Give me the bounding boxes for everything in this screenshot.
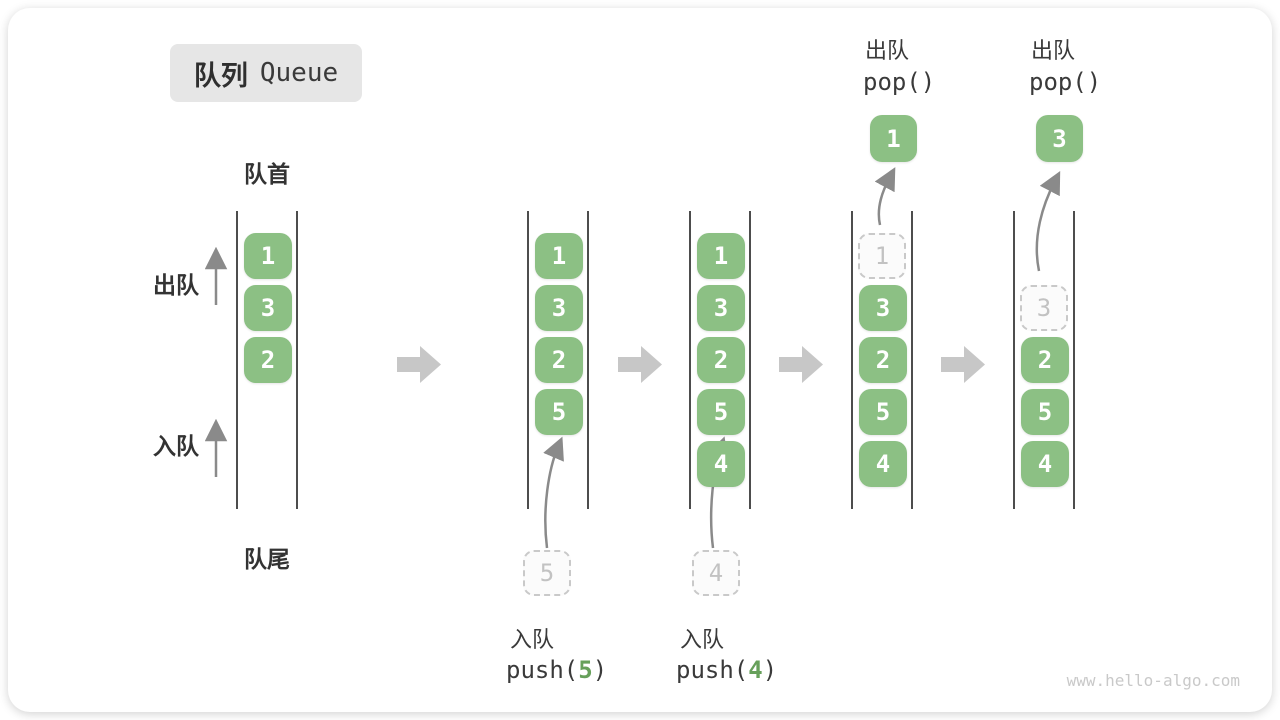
queue-column-1 (236, 211, 298, 509)
queue-item: 2 (535, 337, 583, 383)
popped-item: 1 (870, 115, 917, 162)
pop1-label-code: pop() (863, 68, 936, 96)
title-zh: 队列 (193, 60, 248, 91)
push5-label-code: push(5) (506, 656, 607, 684)
queue-column-2 (527, 211, 589, 509)
ghost-input-item: 4 (692, 550, 740, 596)
step-arrow-3-icon (779, 346, 823, 383)
queue-item: 3 (535, 285, 583, 331)
queue-column-5 (1013, 211, 1075, 509)
queue-column-3 (689, 211, 751, 509)
queue-item: 1 (244, 233, 292, 279)
queue-item: 4 (859, 441, 907, 487)
title-badge: 队列 Queue (170, 44, 362, 102)
push4-label-code: push(4) (676, 656, 777, 684)
label-queue-front: 队首 (244, 161, 290, 187)
pop1-label-zh: 出队 (865, 38, 910, 63)
step-arrow-4-icon (941, 346, 985, 383)
queue-item: 1 (697, 233, 745, 279)
push5-label-zh: 入队 (510, 627, 555, 652)
title-en: Queue (259, 58, 339, 88)
ghost-input-item: 5 (523, 550, 571, 596)
queue-item: 4 (697, 441, 745, 487)
queue-item: 2 (1021, 337, 1069, 383)
ghost-item: 3 (1020, 285, 1068, 331)
queue-item: 2 (859, 337, 907, 383)
ghost-item: 1 (858, 233, 906, 279)
pop2-label-code: pop() (1029, 68, 1102, 96)
push4-code-pre: push( (676, 656, 749, 684)
queue-item: 1 (535, 233, 583, 279)
watermark: www.hello-algo.com (1066, 671, 1240, 690)
push4-code-arg: 4 (748, 656, 763, 684)
step-arrow-1-icon (397, 346, 441, 383)
queue-item: 2 (244, 337, 292, 383)
queue-item: 3 (859, 285, 907, 331)
push5-code-post: ) (592, 656, 608, 684)
queue-item: 5 (697, 389, 745, 435)
push4-label-zh: 入队 (680, 627, 725, 652)
push5-code-arg: 5 (578, 656, 593, 684)
step-arrow-2-icon (618, 346, 662, 383)
queue-item: 5 (859, 389, 907, 435)
label-queue-tail: 队尾 (244, 546, 290, 572)
pop2-label-zh: 出队 (1031, 38, 1076, 63)
queue-column-4 (851, 211, 913, 509)
label-enqueue: 入队 (153, 433, 199, 459)
queue-item: 5 (535, 389, 583, 435)
queue-item: 2 (697, 337, 745, 383)
queue-item: 3 (697, 285, 745, 331)
push5-code-pre: push( (506, 656, 579, 684)
pop3-curved-arrow-icon (1035, 171, 1061, 272)
popped-item: 3 (1036, 115, 1083, 162)
push4-code-post: ) (762, 656, 778, 684)
queue-item: 4 (1021, 441, 1069, 487)
pop1-curved-arrow-icon (874, 167, 896, 226)
label-dequeue: 出队 (153, 272, 199, 298)
push5-curved-arrow-icon (543, 436, 564, 549)
queue-item: 5 (1021, 389, 1069, 435)
queue-item: 3 (244, 285, 292, 331)
